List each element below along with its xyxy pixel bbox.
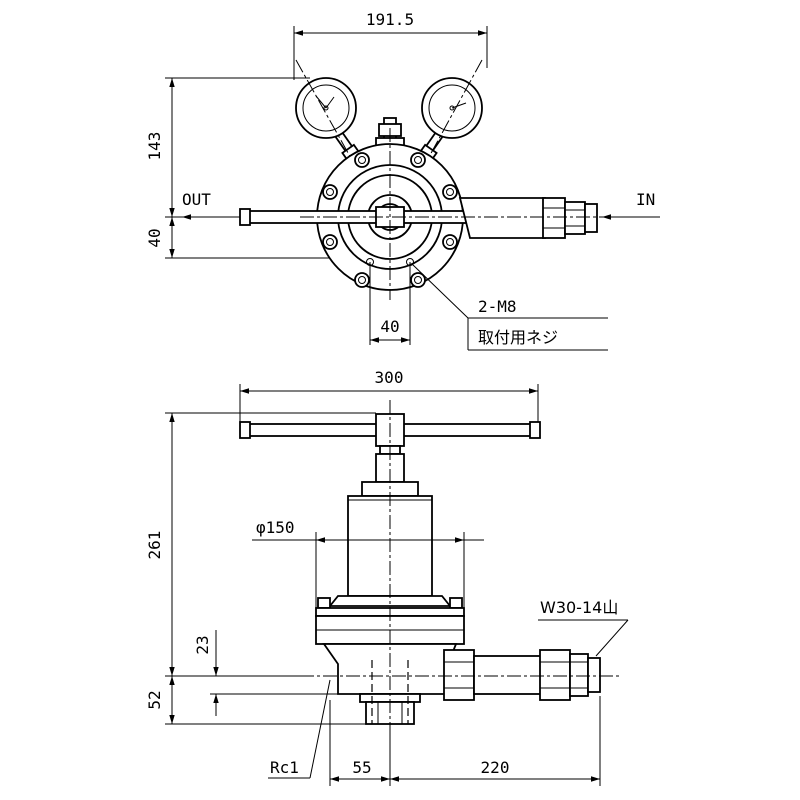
dim-phi-150: φ150	[256, 518, 295, 537]
dimension-bolt-spacing: 40	[369, 262, 411, 345]
out-label: OUT	[182, 190, 211, 209]
outlet-thread-label: W30-14山	[540, 598, 618, 617]
dimension-height-side: 261 52 23	[145, 412, 376, 725]
dim-52: 52	[145, 690, 164, 709]
dim-40-bolt: 40	[380, 317, 399, 336]
dim-143: 143	[145, 132, 164, 161]
port-callout: Rc1	[268, 679, 331, 779]
body-bolts	[322, 152, 458, 288]
in-label: IN	[636, 190, 655, 209]
thread-label: 2-M8	[478, 297, 517, 316]
side-view: 300	[145, 368, 629, 786]
port-label: Rc1	[270, 758, 299, 777]
dimension-width-top: 191.5	[293, 10, 488, 80]
mount-label: 取付用ネジ	[478, 328, 558, 347]
dimension-bottom: 55 220	[329, 696, 601, 786]
dim-300: 300	[375, 368, 404, 387]
inlet-fitting-side	[443, 649, 601, 701]
dim-191-5: 191.5	[366, 10, 414, 29]
inlet-fitting-top	[458, 197, 598, 239]
gauge-right	[418, 77, 483, 163]
dimension-handle: 300	[239, 368, 539, 424]
flow-labels: OUT IN	[182, 190, 660, 220]
gauge-left	[295, 77, 361, 163]
outlet-thread-callout: W30-14山	[538, 598, 629, 657]
dim-261: 261	[145, 531, 164, 560]
top-view: 191.5 143 40 OUT IN	[145, 10, 660, 351]
dim-220: 220	[481, 758, 510, 777]
dim-55: 55	[352, 758, 371, 777]
dimension-diameter: φ150	[252, 518, 484, 608]
dim-40-vertical: 40	[145, 228, 164, 247]
dim-23: 23	[193, 635, 212, 654]
thread-callout: 2-M8 取付用ネジ	[411, 263, 608, 351]
